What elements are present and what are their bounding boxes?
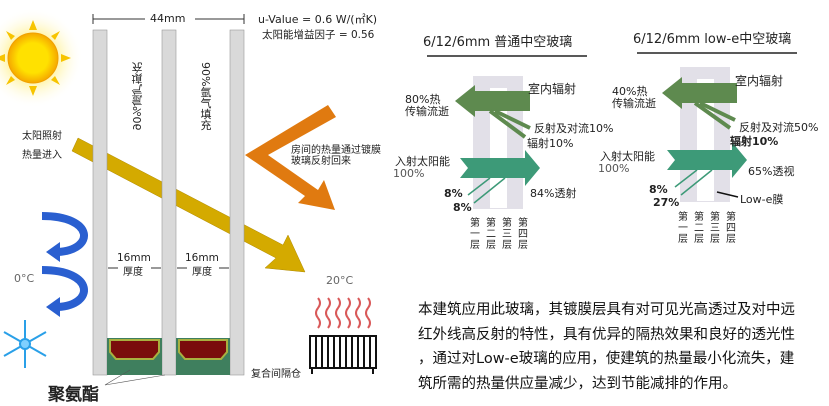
diagram1-incoming-2: 100%	[393, 167, 425, 180]
spacer-2	[176, 338, 230, 375]
diagram1-transmit: 84%透射	[530, 187, 577, 200]
cold-air-arrows	[41, 212, 88, 311]
diagram1-title: 6/12/6mm 普通中空玻璃	[423, 35, 573, 50]
diagram2-incoming-1: 入射太阳能	[600, 150, 655, 163]
diagram2-loss-2: 传输流逝	[612, 97, 656, 110]
diagram2-reflect-27: 27%	[653, 196, 680, 209]
indoor-radiation-arrow-2	[662, 77, 737, 109]
spacer-1	[107, 338, 162, 375]
diagram1-loss-1: 80%热	[405, 93, 441, 106]
diagram1-layer-2: 第二层	[486, 218, 496, 251]
diagram2-layer-4: 第四层	[726, 212, 736, 245]
outside-temp: 0°C	[14, 272, 35, 285]
diagram1-loss-2: 传输流逝	[405, 105, 449, 118]
sun-icon	[0, 8, 83, 108]
diagram1-layer-3: 第三层	[502, 218, 512, 251]
dimension-line	[92, 14, 245, 24]
gap2-label: 厚度	[192, 267, 212, 278]
solar-in-arrow-1	[460, 150, 540, 186]
sealant-label: 聚氨酯	[48, 385, 99, 405]
diagram1-reflect-8a: 8%	[444, 187, 463, 200]
description-line: 红外线高反射的特性，具有优异的隔热效果和良好的透光性	[418, 326, 795, 343]
diagram2-incoming-2: 100%	[598, 162, 630, 175]
inside-temp: 20°C	[326, 274, 354, 287]
description-line: 筑所需的热量供应量减少，达到节能减排的作用。	[418, 375, 737, 392]
gas-fill-label-1: 90%氩气填充	[130, 62, 143, 131]
gap2-size: 16mm	[185, 252, 219, 264]
total-width-label: 44mm	[150, 12, 186, 25]
diagram2-lowe-film: Low-e膜	[740, 193, 784, 206]
indoor-radiation-arrow-1	[455, 85, 530, 117]
diagram1-layer-4: 第四层	[518, 218, 528, 251]
gas-fill-label-2: 90%氩气填充	[199, 62, 212, 131]
diagram2-layer-2: 第二层	[694, 212, 704, 245]
glass-pane-3	[229, 29, 245, 376]
description-paragraph: 本建筑应用此玻璃，其镀膜层具有对可见光高透过及对中远 红外线高反射的特性，具有优…	[418, 298, 828, 396]
glass-pane-2	[161, 29, 177, 376]
solar-gain-label: 太阳能增益因子 = 0.56	[262, 29, 375, 41]
solar-in-label-2: 热量进入	[22, 150, 62, 161]
diagram2-radiation: 辐射10%	[730, 135, 779, 148]
diagram2-title: 6/12/6mm low-e中空玻璃	[633, 32, 792, 47]
diagram1-incoming-1: 入射太阳能	[395, 155, 450, 168]
diagram1-indoor: 室内辐射	[528, 82, 577, 96]
diagram1-reflect: 反射及对流10%	[534, 122, 614, 135]
reflect-label-1: 房间的热量通过镀膜	[291, 145, 381, 156]
diagram1-layer-1: 第一层	[470, 218, 480, 251]
description-line: ，通过对Low-e玻璃的应用，使建筑的热量最小化流失，建	[418, 351, 795, 367]
reflect-label-2: 玻璃反射回来	[291, 156, 351, 167]
solar-in-label-1: 太阳照射	[22, 131, 62, 142]
diagram2-indoor: 室内辐射	[735, 74, 784, 88]
gap1-size: 16mm	[117, 252, 151, 264]
diagram2-layer-1: 第一层	[678, 212, 688, 245]
solar-in-arrow-2	[667, 142, 747, 178]
u-value-label: u-Value = 0.6 W/(㎡K)	[258, 13, 378, 26]
gap1-label: 厚度	[123, 267, 143, 278]
diagram1-reflect-8b: 8%	[453, 201, 472, 214]
diagram2-transmit: 65%透视	[748, 165, 795, 178]
diagram2-reflect: 反射及对流50%	[739, 121, 819, 134]
diagram2-reflect-8: 8%	[649, 183, 668, 196]
spacer-label: 复合间隔仓	[251, 369, 301, 380]
diagram2-layer-3: 第三层	[710, 212, 720, 245]
diagram1-radiation: 辐射10%	[527, 137, 574, 150]
radiator-icon	[309, 297, 377, 374]
snowflake-icon	[3, 320, 47, 368]
description-line: 本建筑应用此玻璃，其镀膜层具有对可见光高透过及对中远	[418, 302, 795, 318]
diagram2-loss-1: 40%热	[612, 85, 648, 98]
reflected-heat-arrow	[245, 105, 336, 210]
glass-pane-1	[92, 29, 108, 376]
